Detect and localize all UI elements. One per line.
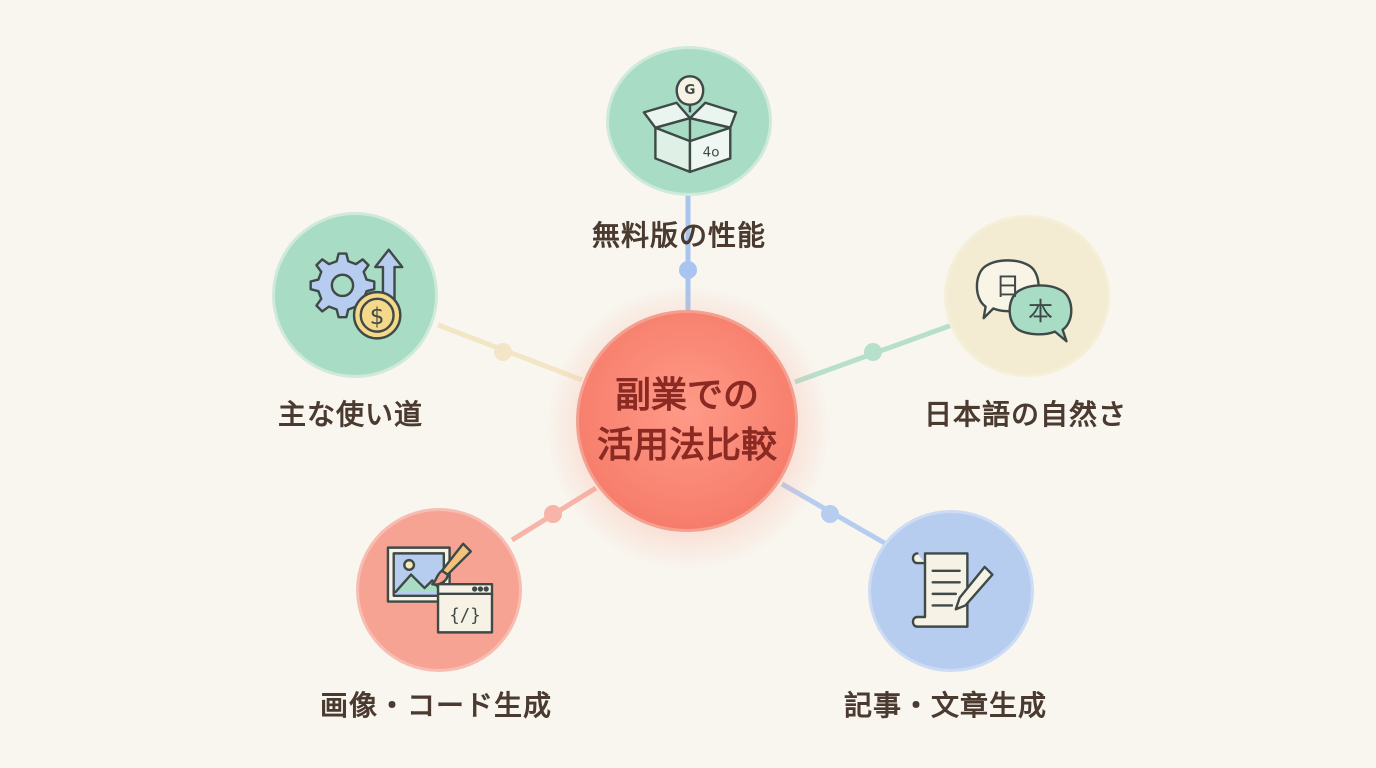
node-usage: $ xyxy=(272,212,438,378)
connector-dot-performance xyxy=(679,261,697,279)
gear-dollar-icon: $ xyxy=(309,248,404,340)
open-box-icon: G 4o xyxy=(642,75,738,174)
label-article: 記事・文章生成 xyxy=(844,689,1048,722)
bubble-char-b: 本 xyxy=(1028,297,1053,326)
bubble-char-a: 日 xyxy=(995,272,1020,301)
center-title-line1: 副業での xyxy=(614,375,759,416)
connector-dot-image-code xyxy=(544,505,562,523)
label-usage: 主な使い道 xyxy=(278,398,424,431)
connector-dot-article xyxy=(821,505,839,523)
label-performance: 無料版の性能 xyxy=(592,219,767,252)
node-performance: G 4o xyxy=(606,46,772,196)
center-title-line2: 活用法比較 xyxy=(596,425,777,466)
center-title: 副業での 活用法比較 xyxy=(597,371,777,471)
node-image-code: {/} xyxy=(356,508,522,672)
node-article xyxy=(868,510,1034,672)
scroll-pen-icon xyxy=(911,552,994,628)
box-label: 4o xyxy=(703,146,720,161)
speech-bubbles-icon: 日 本 xyxy=(975,259,1073,343)
pin-letter: G xyxy=(684,83,695,98)
center-node: 副業での 活用法比較 xyxy=(576,310,798,532)
connector-dot-japanese xyxy=(864,343,882,361)
label-japanese: 日本語の自然さ xyxy=(924,398,1128,431)
code-symbol: {/} xyxy=(449,606,480,626)
connector-dot-usage xyxy=(494,343,512,361)
image-code-icon: {/} xyxy=(386,542,494,634)
node-japanese: 日 本 xyxy=(944,215,1110,377)
dollar-sign: $ xyxy=(370,304,385,330)
label-image-code: 画像・コード生成 xyxy=(320,689,553,722)
